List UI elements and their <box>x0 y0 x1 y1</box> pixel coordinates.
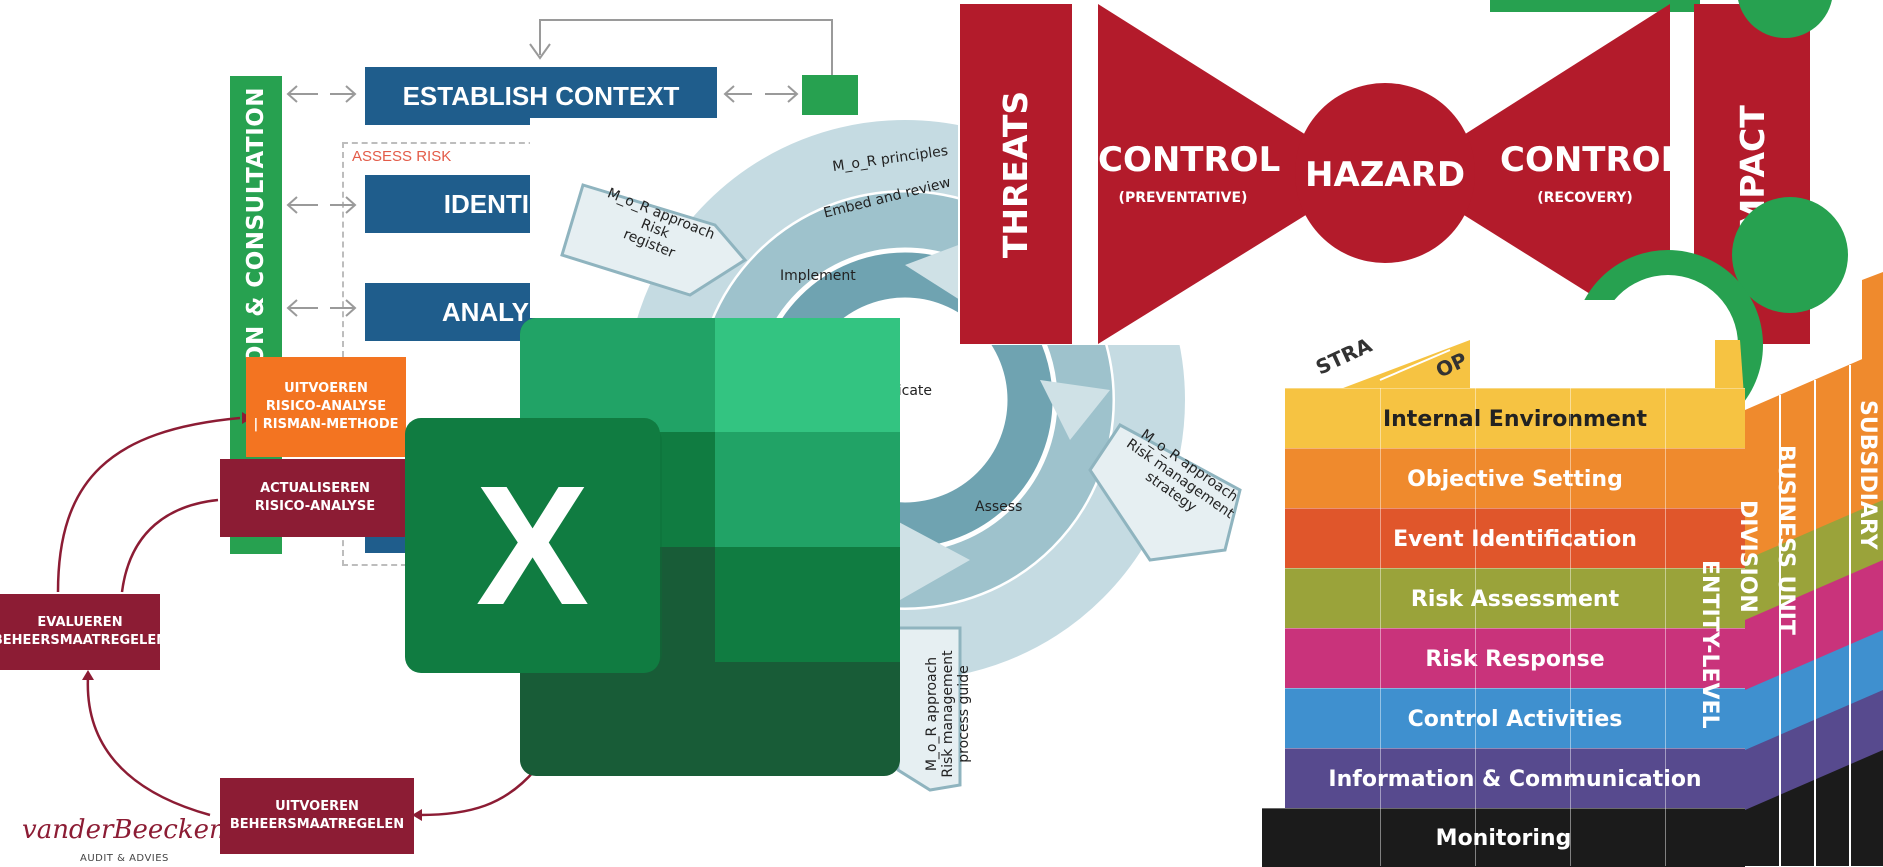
coso-side-division: DIVISION <box>1735 500 1760 613</box>
coso-row-risk-assessment: Risk Assessment <box>1285 568 1745 629</box>
coso-row-internal-environment: Internal Environment <box>1285 388 1745 449</box>
identify-risk-box: IDENTI <box>365 175 535 233</box>
actualiseren-risico-analyse-box: ACTUALISEREN RISICO-ANALYSE <box>220 459 410 537</box>
coso-row-risk-response: Risk Response <box>1285 628 1745 689</box>
coso-side-subsidiary: SUBSIDIARY <box>1855 400 1880 550</box>
coso-side-entity-level: ENTITY-LEVEL <box>1697 560 1722 729</box>
vanderbeecken-logo-sub: AUDIT & ADVIES <box>80 853 169 864</box>
coso-side-business-unit: BUSINESS UNIT <box>1773 445 1798 635</box>
green-shape-fragment <box>1490 0 1700 12</box>
analyse-risk-box: ANALY <box>365 283 535 341</box>
control-recovery-sub: (RECOVERY) <box>1537 190 1633 206</box>
coso-row-monitoring: Monitoring <box>1262 808 1745 867</box>
control-preventative-sub: (PREVENTATIVE) <box>1118 190 1248 206</box>
coso-row-information-communication: Information & Communication <box>1285 748 1745 809</box>
control-recovery-label: CONTROL <box>1500 140 1683 180</box>
coso-row-objective-setting: Objective Setting <box>1285 448 1745 509</box>
uitvoeren-risico-analyse-box: UITVOEREN RISICO-ANALYSE | RISMAN-METHOD… <box>246 357 406 457</box>
threats-bar: THREATS <box>960 4 1072 344</box>
implement-label: Implement <box>780 268 856 284</box>
vanderbeecken-logo: vanderBeecken <box>22 815 226 845</box>
assess-risk-label: ASSESS RISK <box>352 148 452 165</box>
control-preventative-label: CONTROL <box>1098 140 1281 180</box>
establish-context-box: ESTABLISH CONTEXT <box>365 67 717 125</box>
coso-row-event-identification: Event Identification <box>1285 508 1745 569</box>
evalueren-beheersmaatregelen-box: EVALUEREN BEHEERSMAATREGELEN <box>0 594 167 670</box>
assess-label: Assess <box>975 499 1023 515</box>
excel-x-letter: X <box>475 450 590 641</box>
monitor-review-box <box>802 75 858 115</box>
coso-row-control-activities: Control Activities <box>1285 688 1745 749</box>
uitvoeren-beheersmaatregelen-box: UITVOEREN BEHEERSMAATREGELEN <box>220 778 414 854</box>
hazard-label: HAZARD <box>1305 155 1466 195</box>
